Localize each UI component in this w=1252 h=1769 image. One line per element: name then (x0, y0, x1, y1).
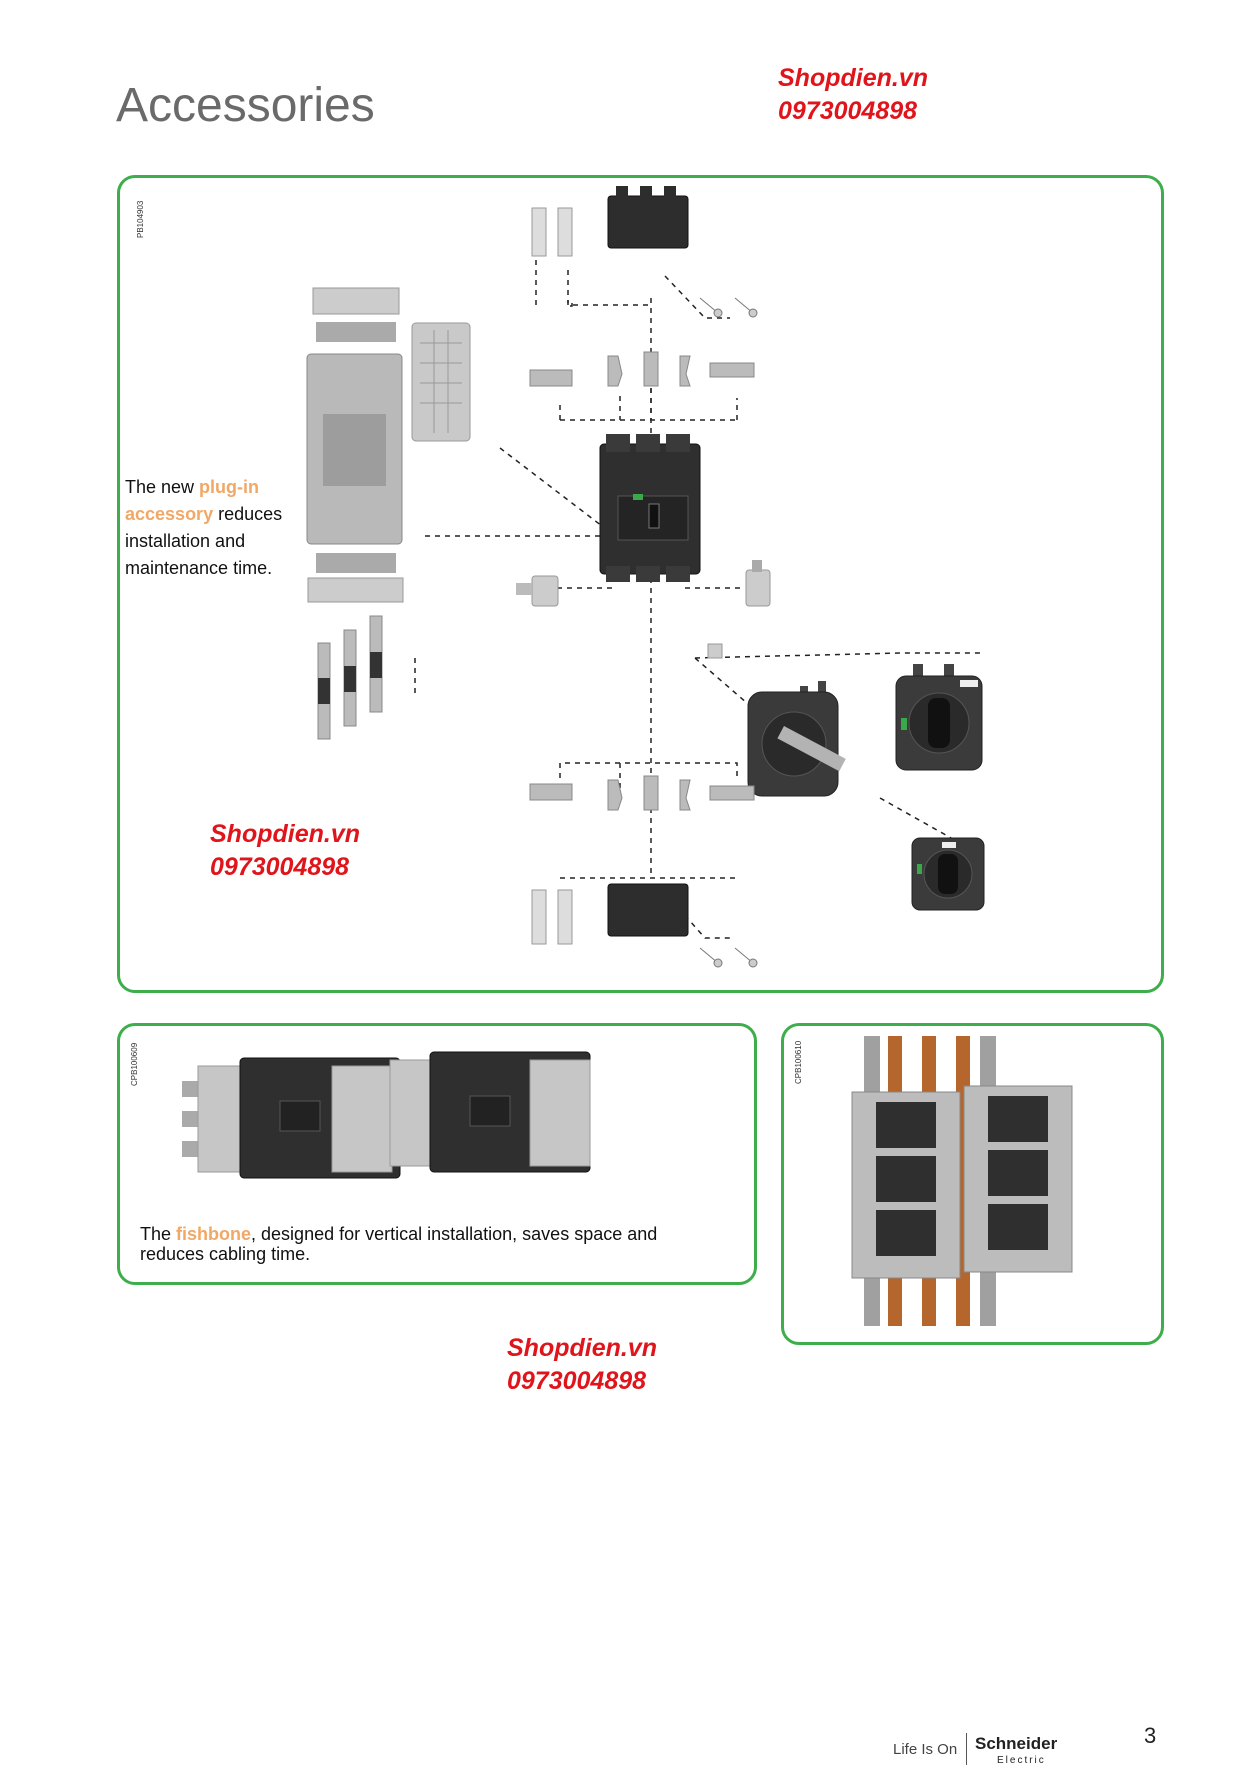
connector-lines (414, 260, 980, 939)
exploded-accessories-illustration (306, 186, 985, 968)
fishbone-breaker-left (182, 1057, 401, 1179)
caption-highlight: fishbone (176, 1224, 252, 1244)
handle-adapter (707, 643, 723, 659)
fishbone-breakers-illustration (182, 1051, 591, 1179)
watermark: Shopdien.vn 0973004898 (210, 818, 360, 884)
watermark-name: Shopdien.vn (210, 820, 360, 848)
fishbone-caption: The fishbone, designed for vertical inst… (140, 1224, 710, 1264)
extended-rotary-handle (895, 664, 983, 771)
lugs-upper-row (529, 351, 755, 387)
vertical-breaker-stack-right (963, 1085, 1073, 1273)
terminal-cover-bottom (607, 883, 689, 937)
busbar-links (317, 615, 383, 740)
brand-name: Schneider (975, 1734, 1058, 1753)
lugs-lower-row (529, 775, 755, 811)
caption-prefix: The (140, 1224, 177, 1244)
caption-suffix: , designed for vertical installation, sa… (140, 1224, 658, 1264)
watermark: Shopdien.vn 0973004898 (778, 62, 928, 128)
fishbone-breaker-right (389, 1051, 591, 1173)
caption-suffix: reduces installation and maintenance tim… (125, 504, 283, 578)
auxiliary-contact (516, 575, 559, 607)
watermark-phone: 0973004898 (778, 97, 918, 125)
screws-top (699, 297, 758, 318)
watermark-name: Shopdien.vn (507, 1334, 657, 1362)
footer-divider (966, 1733, 967, 1765)
busbar-breakers-illustration (851, 1036, 1073, 1326)
terminal-shields-bottom (531, 889, 573, 945)
brand-logo: Schneider Electric (975, 1735, 1057, 1769)
plug-in-caption: The new plug-in accessory reduces instal… (125, 474, 305, 582)
watermark: Shopdien.vn 0973004898 (507, 1332, 657, 1398)
busbar-panel: CPB100610 (781, 1023, 1164, 1345)
brand-sub: Electric (997, 1755, 1046, 1766)
terminal-cover-top (607, 186, 689, 249)
terminal-shields-top (531, 207, 573, 257)
footer-tagline: Life Is On (893, 1741, 958, 1758)
screws-bottom (699, 947, 758, 968)
watermark-phone: 0973004898 (507, 1367, 647, 1395)
page-title: Accessories (116, 79, 375, 132)
rotary-handle-mechanism (747, 681, 846, 797)
vertical-breaker-stack-left (851, 1091, 961, 1279)
direct-rotary-handle (911, 837, 985, 911)
circuit-breaker (599, 434, 701, 582)
caption-prefix: The new (125, 477, 200, 497)
plug-in-base (306, 287, 404, 603)
fishbone-panel: CPB100609 The fishbone, designed for ver… (117, 1023, 757, 1285)
shunt-trip (745, 560, 771, 607)
caption-highlight: plug-in accessory (125, 477, 260, 524)
watermark-phone: 0973004898 (210, 853, 350, 881)
mounting-plate (411, 322, 471, 442)
watermark-name: Shopdien.vn (778, 64, 928, 92)
page-number: 3 (1144, 1723, 1157, 1748)
accessories-diagram-panel: PB104903 The new plug-in accessory reduc… (117, 175, 1164, 993)
